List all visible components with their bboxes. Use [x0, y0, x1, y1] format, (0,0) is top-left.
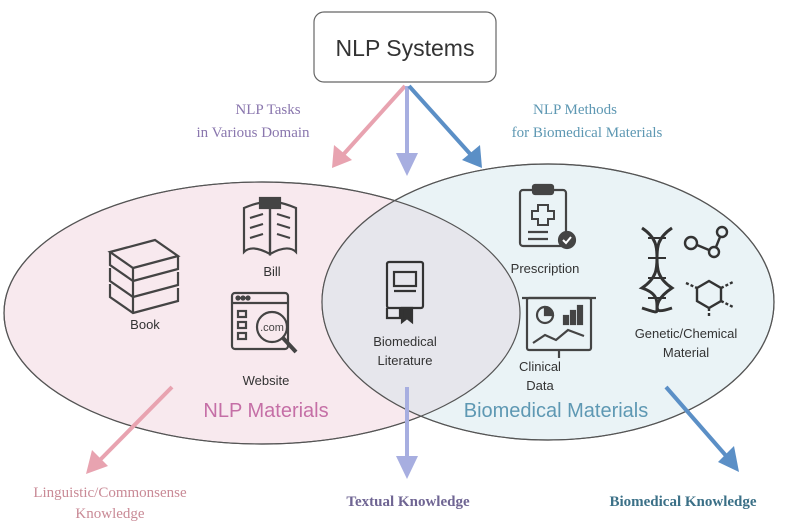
- website-label: Website: [243, 373, 290, 388]
- nlp-tasks-label-2: in Various Domain: [196, 125, 310, 141]
- prescription-label: Prescription: [511, 261, 580, 276]
- arrow-to-textual-knowledge: [396, 387, 418, 479]
- linguistic-knowledge-label: Linguistic/Commonsense: [33, 485, 187, 501]
- dna-icon: [638, 226, 675, 314]
- nlp-systems-box: [313, 11, 497, 83]
- nlp-materials-title: NLP Materials: [203, 400, 328, 422]
- books-icon: [107, 238, 181, 315]
- prescription-icon: [518, 183, 577, 250]
- clinical-data-icon: [522, 296, 596, 358]
- biomedical-knowledge-label: Biomedical Knowledge: [609, 494, 756, 510]
- genetic-chemical-label: Genetic/Chemical: [635, 326, 738, 341]
- linguistic-knowledge-label-2: Knowledge: [75, 506, 144, 522]
- arrow-to-biomedical-knowledge: [664, 385, 739, 472]
- nlp-methods-label: NLP Methods: [533, 102, 617, 118]
- nlp-systems-label: NLP Systems: [336, 35, 475, 61]
- molecule-icon: [683, 225, 734, 318]
- document-icon: [385, 260, 425, 325]
- bill-label: Bill: [263, 264, 280, 279]
- book-label: Book: [130, 317, 160, 332]
- biomedical-materials-title: Biomedical Materials: [464, 400, 649, 422]
- arrow-to-biomedical-materials: [407, 84, 482, 168]
- clinical-data-label-2: Data: [526, 378, 554, 393]
- nlp-methods-label-2: for Biomedical Materials: [512, 125, 663, 141]
- biomedical-literature-label-2: Literature: [378, 353, 433, 368]
- bill-icon: [242, 196, 298, 256]
- clinical-data-label: Clinical: [519, 359, 561, 374]
- genetic-chemical-label-2: Material: [663, 345, 709, 360]
- svg-text:.com: .com: [260, 322, 284, 334]
- arrow-to-linguistic-knowledge: [86, 385, 174, 474]
- arrow-to-nlp-materials: [332, 84, 407, 168]
- textual-knowledge-label: Textual Knowledge: [346, 494, 470, 510]
- overlap-region: [322, 182, 520, 440]
- website-icon: .com: [230, 291, 298, 354]
- nlp-tasks-label: NLP Tasks: [235, 102, 300, 118]
- biomedical-literature-label: Biomedical: [373, 334, 437, 349]
- arrow-to-overlap: [396, 86, 418, 176]
